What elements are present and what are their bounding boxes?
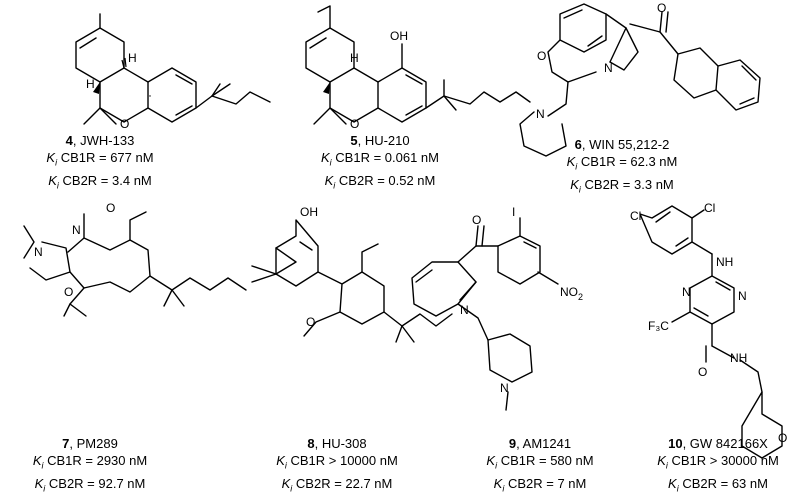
caption-ki-cb2: Ki CB2R = 7 nM xyxy=(493,475,587,494)
caption-title: 4, JWH-133 xyxy=(65,133,135,148)
atom-o-methoxy: O xyxy=(306,315,315,329)
caption-ki-cb1: Ki CB1R = 2930 nM xyxy=(32,453,148,471)
caption-ki-cb2: Ki CB2R = 22.7 nM xyxy=(281,475,393,494)
atom-n2: N xyxy=(72,223,81,237)
atom-n-methyl: N xyxy=(500,381,509,395)
caption-compound-7: 7, PM289 Ki CB1R = 2930 nM Ki CB2R = 92.… xyxy=(33,435,147,497)
caption-title: 7, PM289 xyxy=(62,436,118,451)
caption-ki-cb1: Ki CB1R = 580 nM xyxy=(486,453,594,471)
caption-compound-5: 5, HU-210 Ki CB1R = 0.061 nM Ki CB2R = 0… xyxy=(321,132,439,194)
atom-h-right: H xyxy=(128,51,137,65)
caption-ki-cb2: Ki CB2R = 3.4 nM xyxy=(48,172,152,191)
caption-compound-10: 10, GW 842166X Ki CB1R > 30000 nM Ki CB2… xyxy=(657,435,779,497)
structure-gw-842166x: Cl Cl NH N N F₃C O NH O xyxy=(630,201,787,459)
caption-title: 8, HU-308 xyxy=(307,436,367,451)
caption-title: 9, AM1241 xyxy=(508,436,572,451)
structure-win-55212-2: O N N O xyxy=(519,1,761,157)
atom-cf3: F₃C xyxy=(648,319,669,333)
atom-nh-amine: NH xyxy=(716,255,733,269)
caption-compound-8: 8, HU-308 Ki CB1R > 10000 nM Ki CB2R = 2… xyxy=(276,435,398,497)
atom-o-ring: O xyxy=(64,285,73,299)
atom-cl-para: Cl xyxy=(630,209,641,223)
structure-pm289: N N O O xyxy=(23,201,247,317)
atom-o-ring: O xyxy=(537,49,546,63)
caption-title: 10, GW 842166X xyxy=(668,436,768,451)
caption-ki-cb2: Ki CB2R = 92.7 nM xyxy=(34,475,146,494)
atom-o-methoxy: O xyxy=(106,201,115,215)
structure-hu-210: OH H O xyxy=(305,5,531,131)
atom-n-pyrimidine-left: N xyxy=(682,285,691,299)
atom-oh: OH xyxy=(390,29,408,43)
caption-ki-cb1: Ki CB1R = 62.3 nM xyxy=(566,154,678,172)
caption-title: 5, HU-210 xyxy=(350,133,410,148)
atom-iodine: I xyxy=(512,205,515,219)
atom-o-carbonyl: O xyxy=(472,213,481,227)
atom-n1: N xyxy=(34,245,43,259)
caption-ki-cb1: Ki CB1R = 0.061 nM xyxy=(321,150,439,168)
atom-no2: NO2 xyxy=(560,285,583,302)
atom-n-indole: N xyxy=(604,61,613,75)
caption-ki-cb2: Ki CB2R = 3.3 nM xyxy=(570,176,674,195)
caption-ki-cb1: Ki CB1R > 30000 nM xyxy=(657,453,779,471)
atom-o-ring: O xyxy=(120,117,129,131)
caption-title: 6, WIN 55,212-2 xyxy=(574,137,670,152)
structure-hu-308: OH O xyxy=(251,205,453,343)
atom-o-carbonyl: O xyxy=(657,1,666,15)
caption-ki-cb1: Ki CB1R > 10000 nM xyxy=(276,453,398,471)
atom-n-piperidine: N xyxy=(536,107,545,121)
atom-oh: OH xyxy=(300,205,318,219)
caption-compound-9: 9, AM1241 Ki CB1R = 580 nM Ki CB2R = 7 n… xyxy=(486,435,593,497)
structure-jwh-133: H H O xyxy=(75,13,271,131)
chemical-structures-figure: H H O OH H O xyxy=(23,1,787,459)
caption-compound-6: 6, WIN 55,212-2 Ki CB1R = 62.3 nM Ki CB2… xyxy=(567,136,678,198)
atom-n-pyrimidine-right: N xyxy=(738,289,747,303)
caption-ki-cb1: Ki CB1R = 677 nM xyxy=(46,150,154,168)
caption-ki-cb2: Ki CB2R = 0.52 nM xyxy=(324,172,436,191)
structure-am1241: I O N N NO2 xyxy=(411,205,583,411)
atom-n-indole: N xyxy=(460,303,469,317)
atom-cl-ortho: Cl xyxy=(704,201,715,215)
atom-o-ring: O xyxy=(350,117,359,131)
atom-nh-amide: NH xyxy=(730,351,747,365)
atom-o-pyran: O xyxy=(778,431,787,445)
caption-compound-4: 4, JWH-133 Ki CB1R = 677 nM Ki CB2R = 3.… xyxy=(46,132,153,194)
caption-ki-cb2: Ki CB2R = 63 nM xyxy=(668,475,768,494)
atom-h: H xyxy=(350,51,359,65)
atom-o-carbonyl: O xyxy=(698,365,707,379)
atom-h-left: H xyxy=(86,77,95,91)
